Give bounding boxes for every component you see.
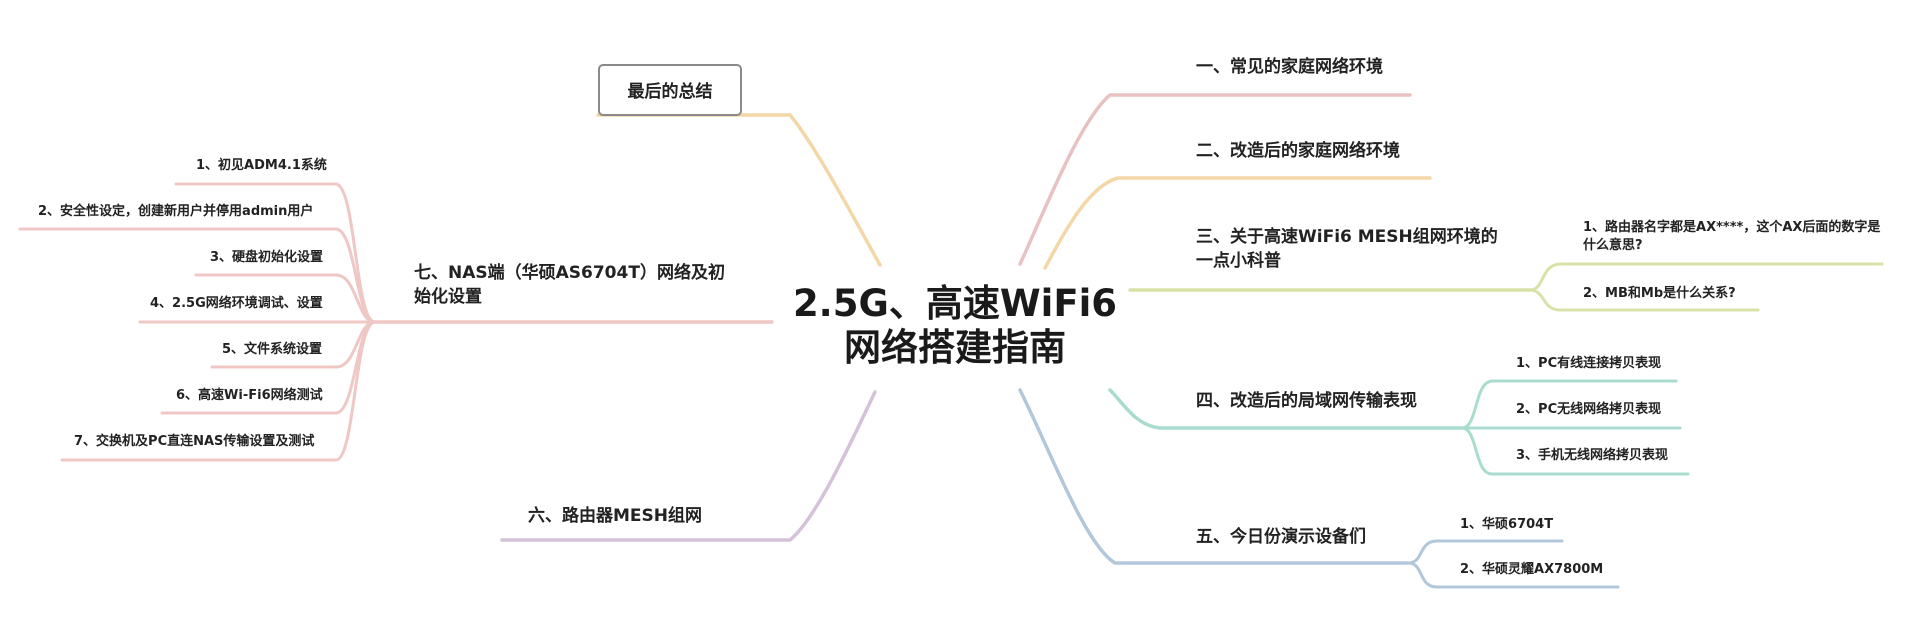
- branch-1-topic: 一、常见的家庭网络环境: [1196, 57, 1383, 77]
- branch-5-child-2: 2、华硕灵耀AX7800M: [1460, 562, 1604, 577]
- connector-branch-4: [1108, 388, 1464, 430]
- branch-4-child-1: 1、PC有线连接拷贝表现: [1516, 356, 1662, 371]
- connector-branch-6: [500, 390, 877, 542]
- connector-branch-7-child-3: [194, 273, 377, 324]
- root-topic: 2.5G、高速WiFi6 网络搭建指南: [790, 282, 1120, 371]
- branch-4-topic: 四、改造后的局域网传输表现: [1196, 391, 1417, 411]
- connector-branch-8: [596, 113, 882, 267]
- branch-3-child-2: 2、MB和Mb是什么关系?: [1583, 286, 1736, 301]
- branch-7-child-3: 3、硬盘初始化设置: [210, 250, 324, 265]
- branch-7-child-6: 6、高速Wi-Fi6网络测试: [176, 388, 323, 403]
- connector-branch-4-child-1: [1460, 379, 1678, 430]
- branch-5-child-1: 1、华硕6704T: [1460, 517, 1554, 532]
- branch-4-child-2: 2、PC无线网络拷贝表现: [1516, 402, 1662, 417]
- connector-branch-1: [1018, 93, 1412, 266]
- branch-7-child-7: 7、交换机及PC直连NAS传输设置及测试: [74, 434, 315, 449]
- connector-branch-5: [1018, 388, 1410, 565]
- connector-branch-4-child-3: [1460, 426, 1690, 476]
- branch-7-child-1: 1、初见ADM4.1系统: [196, 158, 327, 173]
- connector-branch-3-child-2: [1528, 288, 1760, 312]
- branch-2-topic: 二、改造后的家庭网络环境: [1196, 141, 1400, 161]
- branch-4-child-3: 3、手机无线网络拷贝表现: [1516, 448, 1669, 463]
- branch-5-topic: 五、今日份演示设备们: [1196, 527, 1366, 547]
- connector-branch-5-child-1: [1406, 539, 1564, 565]
- branch-3-child-1: 1、路由器名字都是AX****，这个AX后面的数字是什么意思?: [1583, 220, 1881, 253]
- branch-7-child-5: 5、文件系统设置: [222, 342, 323, 357]
- branch-3-topic: 三、关于高速WiFi6 MESH组网环境的一点小科普: [1196, 227, 1498, 271]
- connector-branch-7-child-2: [18, 227, 377, 324]
- connector-branch-2: [1043, 176, 1432, 270]
- branch-8-topic-box: 最后的总结: [598, 64, 742, 116]
- branch-7-child-4: 4、2.5G网络环境调试、设置: [150, 296, 323, 311]
- branch-7-topic: 七、NAS端（华硕AS6704T）网络及初始化设置: [414, 263, 725, 307]
- branch-6-topic: 六、路由器MESH组网: [528, 506, 703, 526]
- root-topic-line-1: 2.5G、高速WiFi6: [792, 282, 1118, 325]
- connector-branch-7-child-7: [60, 320, 377, 462]
- root-topic-line-2: 网络搭建指南: [844, 326, 1066, 370]
- branch-7-child-2: 2、安全性设定，创建新用户并停用admin用户: [38, 204, 314, 219]
- connector-branch-5-child-2: [1406, 561, 1620, 589]
